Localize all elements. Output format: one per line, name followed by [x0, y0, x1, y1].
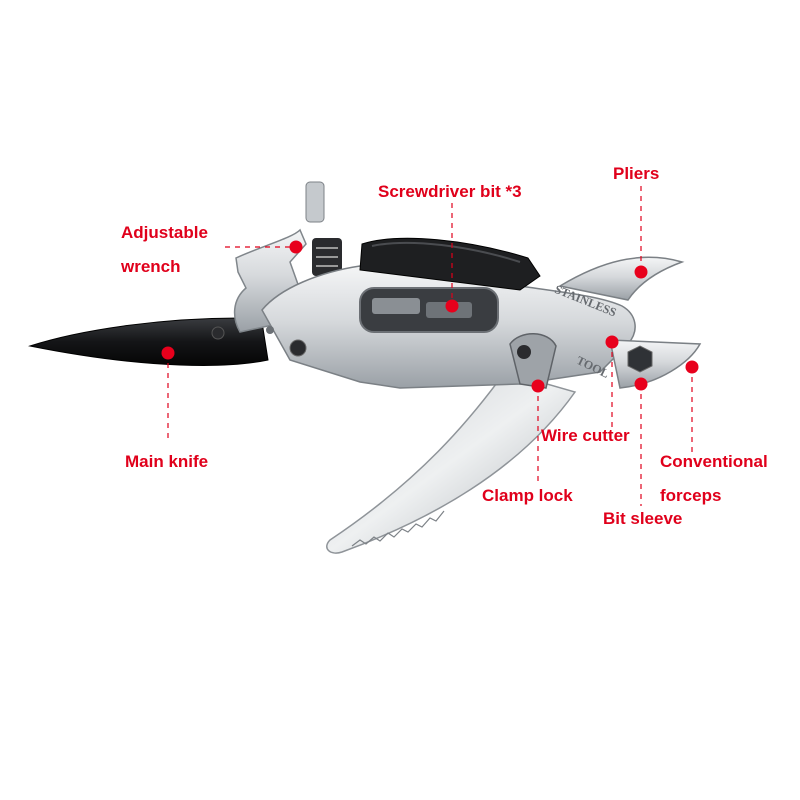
- marker-adjustable-wrench: [289, 240, 303, 254]
- leader-lines: [167, 186, 693, 506]
- markers: [161, 240, 699, 393]
- label-conventional-forceps-line1: Conventional: [660, 452, 768, 471]
- label-conventional-forceps-line2: forceps: [660, 486, 722, 505]
- marker-conventional: [685, 360, 699, 374]
- wrench-rail: [305, 181, 325, 223]
- label-adjustable-wrench-line1: Adjustable: [121, 223, 208, 242]
- main-knife-blade: [28, 317, 269, 366]
- saw-blade-serration: [351, 510, 445, 547]
- hex-socket: [627, 345, 653, 373]
- label-adjustable-wrench-line2: wrench: [121, 257, 181, 276]
- label-wire-cutter: Wire cutter: [541, 426, 630, 445]
- marker-bit-sleeve: [634, 377, 648, 391]
- marker-pliers: [634, 265, 648, 279]
- label-pliers: Pliers: [613, 164, 660, 183]
- label-bit-sleeve: Bit sleeve: [603, 509, 683, 528]
- marker-main-knife: [161, 346, 175, 360]
- handle-grip: [359, 237, 541, 291]
- body-pivot: [289, 339, 307, 357]
- multitool: STAINLESS TOOL: [28, 181, 702, 554]
- label-screwdriver-bit: Screwdriver bit *3: [378, 182, 522, 201]
- marker-wire-cutter: [605, 335, 619, 349]
- pliers-upper-jaw: [557, 256, 685, 301]
- knife-pivot: [211, 326, 225, 340]
- label-clamp-lock: Clamp lock: [482, 486, 573, 505]
- label-main-knife: Main knife: [125, 452, 209, 471]
- marker-clamp-lock: [531, 379, 545, 393]
- saw-blade: [326, 371, 577, 554]
- marker-screwdriver: [445, 299, 459, 313]
